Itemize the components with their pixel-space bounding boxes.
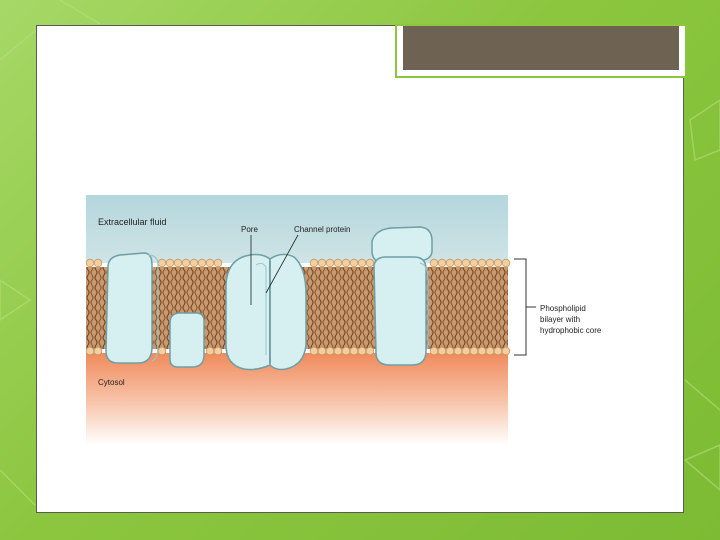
- extracellular-label: Extracellular fluid: [98, 217, 167, 227]
- phospholipid-head: [365, 258, 375, 268]
- phospholipid-head: [93, 346, 103, 356]
- phospholipid-head: [357, 346, 367, 356]
- phospholipid-head: [485, 258, 495, 268]
- phospholipid-head: [365, 346, 375, 356]
- phospholipid-head: [317, 258, 327, 268]
- phospholipid-head: [181, 258, 191, 268]
- title-placeholder: [395, 24, 687, 78]
- phospholipid-head: [437, 258, 447, 268]
- bilayer-heads-top: [86, 258, 511, 268]
- phospholipid-head: [429, 258, 439, 268]
- phospholipid-head: [86, 258, 95, 268]
- phospholipid-head: [213, 346, 223, 356]
- phospholipid-head: [333, 346, 343, 356]
- phospholipid-head: [349, 258, 359, 268]
- pore-label: Pore: [241, 225, 258, 234]
- phospholipid-head: [493, 346, 503, 356]
- phospholipid-head: [317, 346, 327, 356]
- transmembrane-protein-right: [371, 226, 433, 366]
- phospholipid-head: [205, 346, 215, 356]
- title-box: [403, 26, 679, 70]
- phospholipid-head: [461, 346, 471, 356]
- phospholipid-head: [205, 258, 215, 268]
- cytosol-label: Cytosol: [98, 378, 125, 387]
- bilayer-label-line3: hydrophobic core: [540, 326, 602, 335]
- bilayer-bracket: [514, 258, 536, 356]
- phospholipid-head: [437, 346, 447, 356]
- phospholipid-head: [309, 258, 319, 268]
- phospholipid-head: [493, 258, 503, 268]
- phospholipid-head: [213, 258, 223, 268]
- phospholipid-head: [453, 258, 463, 268]
- phospholipid-head: [501, 346, 511, 356]
- phospholipid-head: [453, 346, 463, 356]
- phospholipid-head: [157, 258, 167, 268]
- phospholipid-head: [477, 258, 487, 268]
- membrane-figure: Extracellular fluid Pore Channel protein…: [86, 195, 616, 445]
- extracellular-region: [86, 195, 508, 263]
- phospholipid-head: [173, 258, 183, 268]
- phospholipid-head: [341, 346, 351, 356]
- phospholipid-head: [357, 258, 367, 268]
- channel-protein: [225, 253, 307, 371]
- bilayer-heads-bottom: [86, 346, 511, 356]
- phospholipid-head: [309, 346, 319, 356]
- phospholipid-head: [469, 258, 479, 268]
- phospholipid-head: [477, 346, 487, 356]
- phospholipid-head: [341, 258, 351, 268]
- phospholipid-head: [461, 258, 471, 268]
- phospholipid-head: [485, 346, 495, 356]
- phospholipid-head: [333, 258, 343, 268]
- phospholipid-head: [86, 346, 95, 356]
- phospholipid-head: [157, 346, 167, 356]
- phospholipid-head: [325, 258, 335, 268]
- phospholipid-head: [469, 346, 479, 356]
- phospholipid-head: [445, 346, 455, 356]
- phospholipid-head: [165, 258, 175, 268]
- phospholipid-head: [501, 258, 511, 268]
- phospholipid-head: [325, 346, 335, 356]
- phospholipid-head: [349, 346, 359, 356]
- integral-protein-left: [105, 252, 159, 364]
- phospholipid-head: [445, 258, 455, 268]
- phospholipid-head: [93, 258, 103, 268]
- phospholipid-head: [189, 258, 199, 268]
- channel-leader: [265, 234, 299, 294]
- phospholipid-head: [197, 258, 207, 268]
- phospholipid-head: [429, 346, 439, 356]
- bilayer-label-line1: Phospholipid: [540, 304, 586, 313]
- peripheral-protein-small: [169, 312, 205, 368]
- channel-protein-label: Channel protein: [294, 225, 350, 234]
- cytosol-region: [86, 353, 508, 445]
- bilayer-label-line2: bilayer with: [540, 315, 580, 324]
